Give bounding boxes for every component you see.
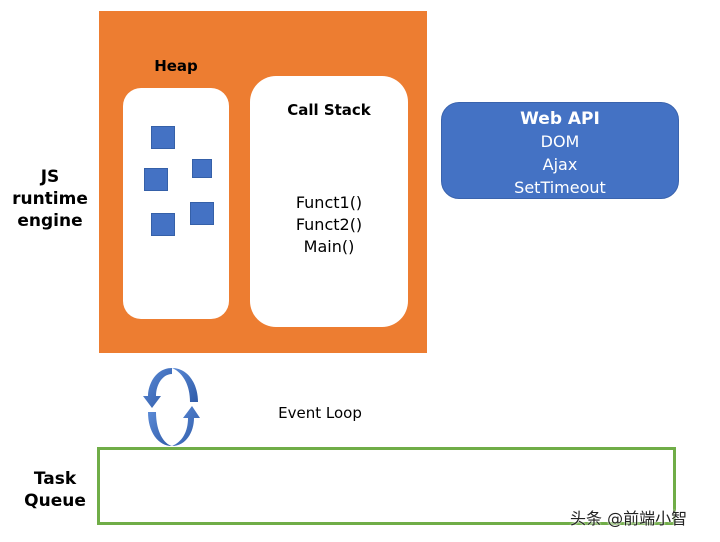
task-queue-label: Task Queue	[0, 468, 110, 512]
loop-arc-right	[172, 368, 198, 402]
stack-frame: Funct1()	[295, 193, 363, 212]
heap-object	[192, 159, 212, 178]
loop-arc-left-lower	[148, 412, 172, 446]
loop-arc-right-lower	[172, 406, 200, 446]
cycle-arrows-icon	[143, 368, 200, 446]
web-api-item: DOM	[540, 132, 580, 151]
task-queue-label-line: Task	[33, 469, 77, 489]
engine-label-line: engine	[17, 211, 83, 231]
heap-object	[151, 213, 175, 236]
stack-frame: Funct2()	[295, 215, 363, 234]
stack-frame: Main()	[303, 237, 355, 256]
heap-title: Heap	[154, 57, 198, 75]
call-stack-title: Call Stack	[287, 101, 371, 119]
heap-object	[151, 126, 175, 149]
heap-object	[144, 168, 168, 191]
engine-label-line: runtime	[12, 189, 88, 209]
web-api-title: Web API	[520, 109, 600, 129]
heap-object	[190, 202, 214, 225]
loop-arc-left	[143, 368, 172, 408]
watermark: 头条 @前端小智	[570, 509, 688, 528]
engine-label-line: JS	[40, 167, 60, 187]
task-queue-box	[97, 447, 676, 525]
heap-box	[123, 88, 229, 319]
event-loop-label: Event Loop	[278, 404, 362, 422]
task-queue-label-line: Queue	[24, 491, 86, 511]
web-api-item: SetTimeout	[514, 178, 606, 197]
js-runtime-engine-label: JS runtime engine	[0, 166, 100, 232]
web-api-box: Web API DOM Ajax SetTimeout	[441, 102, 679, 199]
call-stack-box	[250, 76, 408, 327]
web-api-item: Ajax	[542, 155, 578, 174]
call-stack-frames: Funct1() Funct2() Main()	[250, 192, 408, 258]
